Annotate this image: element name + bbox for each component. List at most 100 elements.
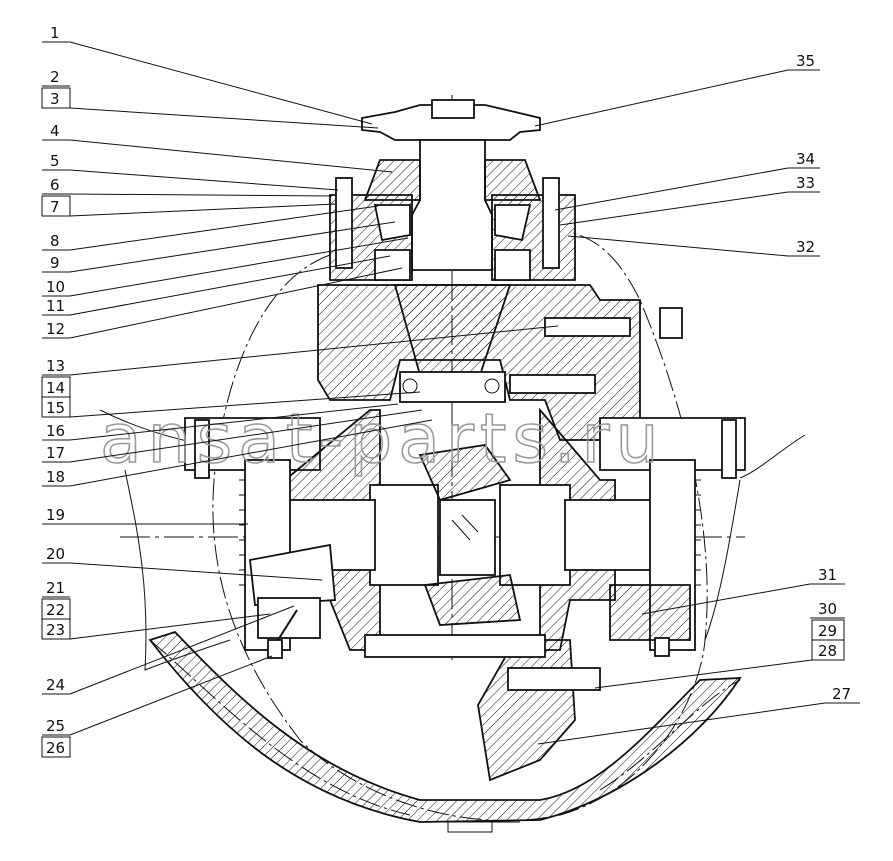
callout-6: 6	[42, 176, 333, 197]
callout-32: 32	[567, 235, 820, 257]
callout-30: 30	[810, 600, 845, 619]
svg-text:8: 8	[50, 232, 60, 250]
svg-text:11: 11	[46, 297, 65, 315]
svg-text:16: 16	[46, 422, 65, 440]
callout-27: 27	[537, 685, 860, 745]
svg-text:26: 26	[46, 739, 65, 757]
callout-26: 26	[41, 736, 71, 758]
carrier-bolt-lower	[509, 374, 596, 394]
svg-text:3: 3	[50, 90, 60, 108]
callout-34: 34	[554, 150, 820, 211]
pinion-gear	[393, 284, 512, 376]
callout-28: 28	[594, 639, 845, 689]
svg-text:31: 31	[818, 566, 837, 584]
carrier-bolt-upper	[544, 317, 631, 337]
callouts: 1 2 3 4 5 6 7 8	[41, 24, 860, 758]
svg-text:9: 9	[50, 254, 60, 272]
svg-text:28: 28	[818, 642, 837, 660]
seal-housing	[363, 159, 421, 201]
svg-text:13: 13	[46, 357, 65, 375]
callout-19: 19	[42, 506, 248, 525]
svg-text:15: 15	[46, 399, 65, 417]
pilot-bearing-roller-r	[484, 378, 500, 394]
right-stud	[721, 419, 737, 479]
callout-5: 5	[42, 152, 339, 191]
svg-text:5: 5	[50, 152, 60, 170]
left-bearing-teeth	[239, 479, 245, 586]
seal-housing-right	[484, 159, 542, 201]
left-adjusting-nut	[257, 597, 321, 639]
callout-33: 33	[559, 174, 820, 226]
pilot-bearing	[399, 371, 506, 403]
svg-text:33: 33	[796, 174, 815, 192]
svg-text:30: 30	[818, 600, 837, 618]
right-side-gear	[499, 484, 571, 586]
lock-pin	[277, 609, 298, 641]
callout-20: 20	[42, 545, 323, 581]
left-bearing-cap	[249, 543, 336, 606]
svg-text:7: 7	[50, 198, 60, 216]
svg-text:2: 2	[50, 68, 60, 86]
svg-text:17: 17	[46, 444, 65, 462]
svg-text:21: 21	[46, 579, 65, 597]
svg-text:34: 34	[796, 150, 815, 168]
svg-text:35: 35	[796, 52, 815, 70]
cage-bolt-right	[542, 177, 560, 269]
callout-10: 10	[42, 237, 409, 297]
callout-25: 25	[42, 655, 273, 736]
svg-text:10: 10	[46, 278, 65, 296]
svg-text:29: 29	[818, 622, 837, 640]
callout-15: 15	[41, 391, 421, 418]
upper-bearing-right	[494, 204, 532, 242]
svg-text:12: 12	[46, 320, 65, 338]
lower-bearing-left	[374, 249, 411, 281]
lock-plate	[659, 307, 683, 339]
callout-11: 11	[42, 255, 391, 316]
right-cap-bolt	[654, 637, 670, 657]
spider-pin-hatch	[451, 514, 479, 541]
cage-bolt-left	[335, 177, 353, 269]
callout-2: 2	[42, 68, 70, 87]
ring-gear	[477, 639, 576, 782]
bottom-cover	[364, 634, 546, 658]
callout-18: 18	[42, 419, 433, 487]
callout-12: 12	[42, 267, 403, 339]
callout-17: 17	[42, 409, 423, 463]
upper-spider-gear	[418, 444, 512, 502]
callout-22: 22	[41, 598, 71, 620]
right-bearing-teeth	[695, 479, 701, 586]
input-flange	[361, 104, 541, 141]
callout-21: 21	[42, 579, 70, 598]
callout-29: 29	[811, 619, 845, 641]
callout-4: 4	[42, 122, 393, 173]
svg-text:23: 23	[46, 621, 65, 639]
lower-spider-gear	[423, 574, 522, 626]
callout-35: 35	[534, 52, 820, 127]
svg-text:14: 14	[46, 379, 65, 397]
callout-8: 8	[42, 205, 379, 251]
callout-31: 31	[641, 566, 845, 615]
svg-text:19: 19	[46, 506, 65, 524]
callout-23: 23	[41, 613, 271, 640]
callout-24: 24	[42, 605, 295, 695]
watermark: ansat-parts.ru	[100, 400, 665, 479]
right-arm-outline	[704, 434, 806, 641]
callout-16: 16	[42, 403, 399, 441]
callout-13: 13	[42, 325, 559, 376]
callout-14: 14	[41, 376, 71, 398]
svg-text:18: 18	[46, 468, 65, 486]
svg-text:22: 22	[46, 601, 65, 619]
left-side-gear	[369, 484, 439, 586]
svg-text:20: 20	[46, 545, 65, 563]
svg-text:27: 27	[832, 685, 851, 703]
callout-7: 7	[41, 195, 337, 217]
right-mount-flange	[599, 417, 746, 471]
svg-text:4: 4	[50, 122, 60, 140]
lower-bearing-right	[494, 249, 531, 281]
svg-text:24: 24	[46, 676, 65, 694]
callout-1: 1	[42, 24, 373, 125]
ring-gear-bolt	[507, 667, 601, 691]
svg-text:25: 25	[46, 717, 65, 735]
